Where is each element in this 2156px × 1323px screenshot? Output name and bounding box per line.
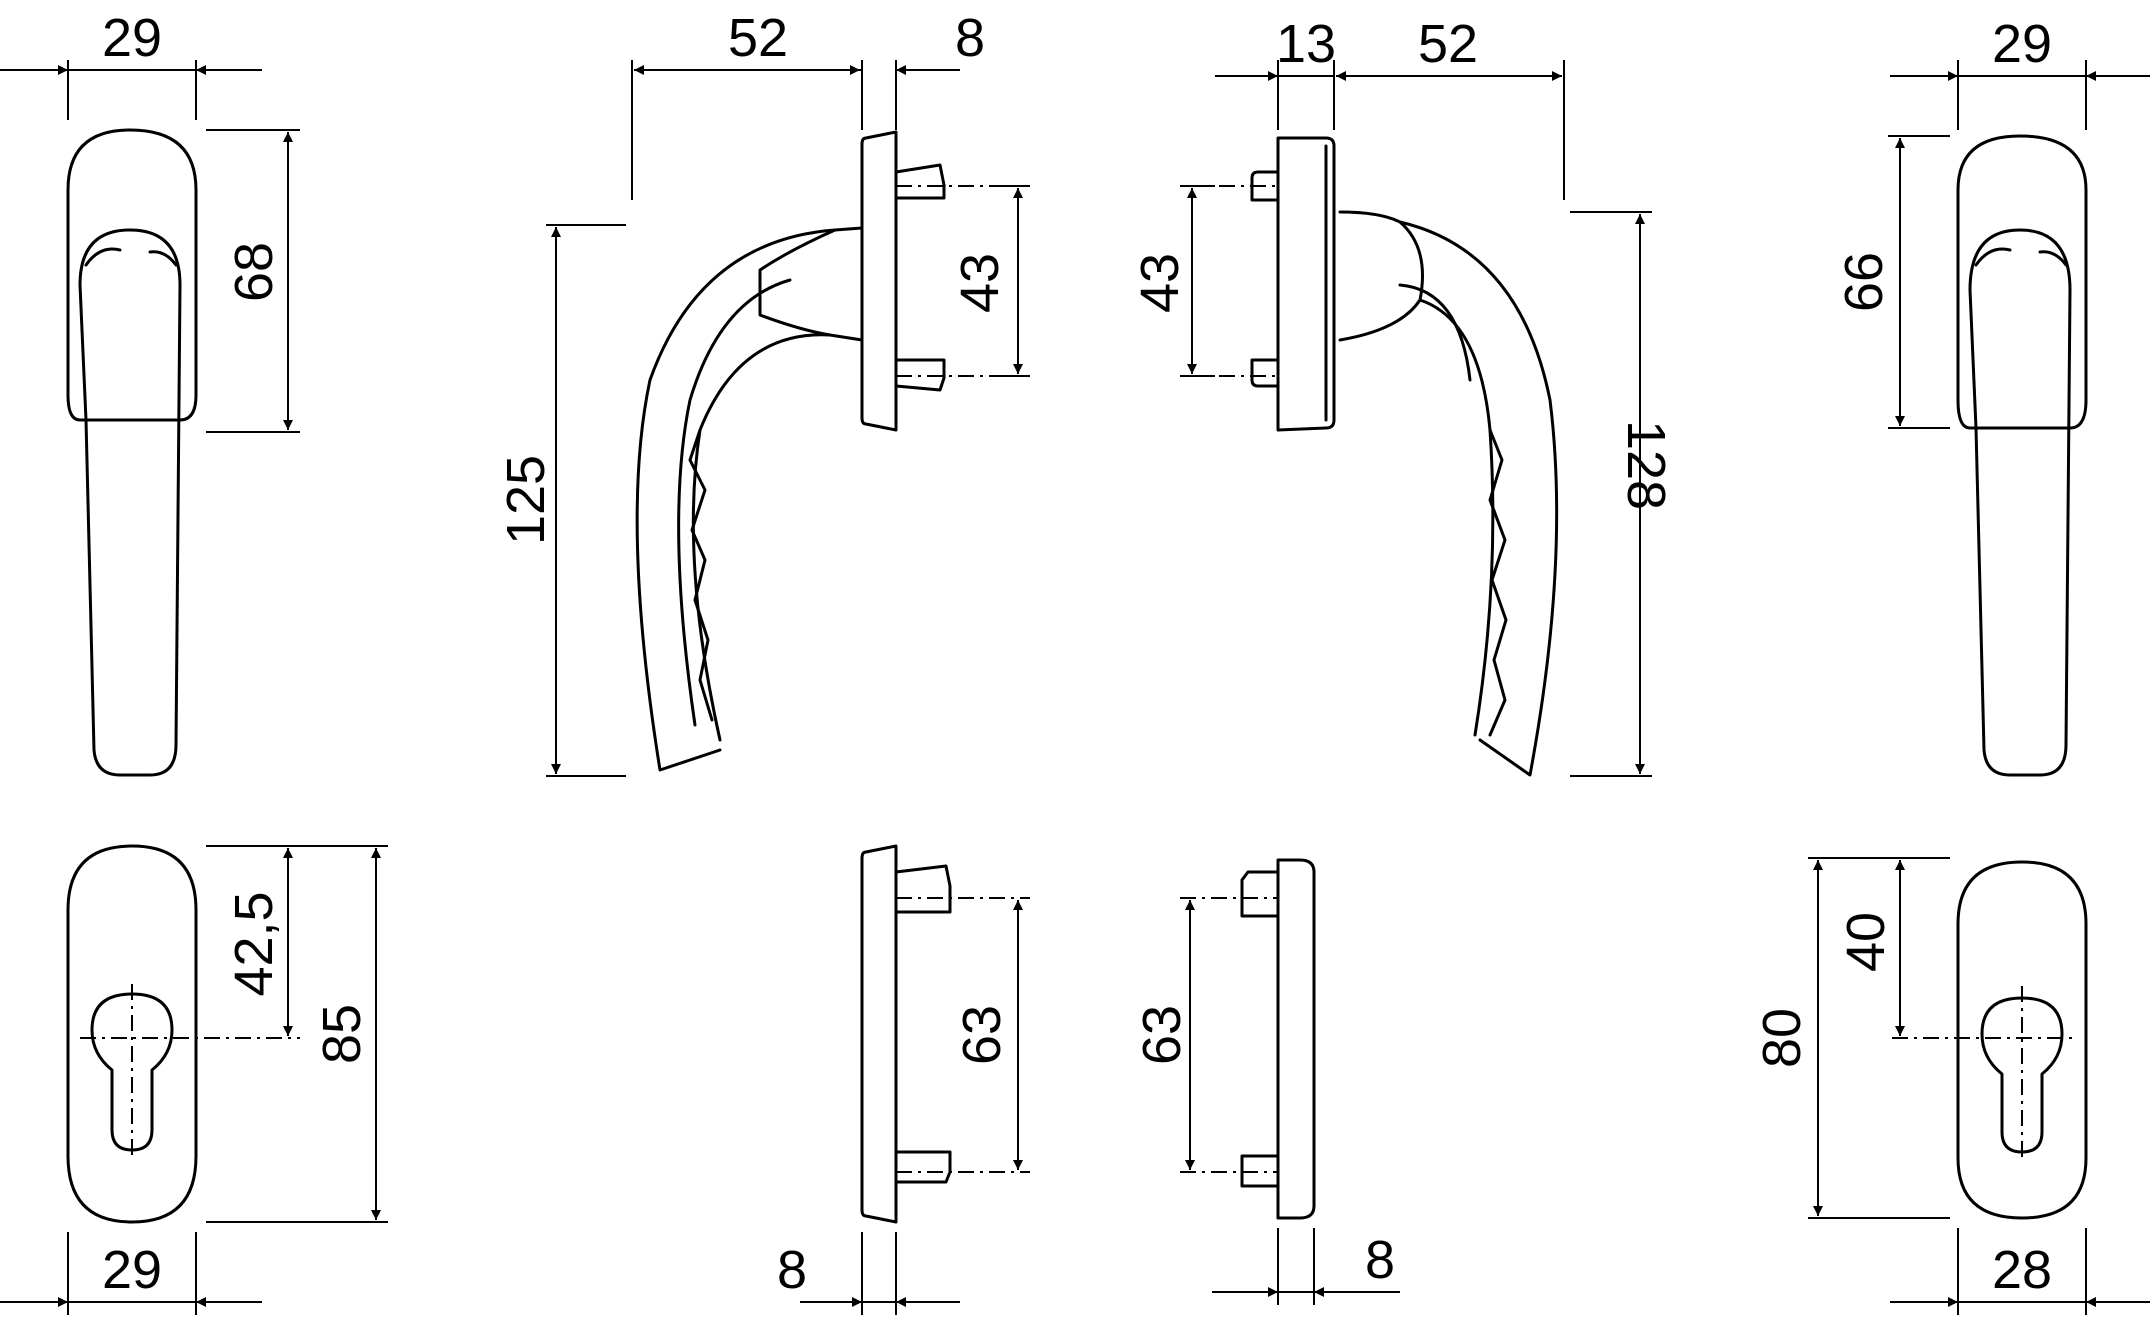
dim-bl-width: 29 (0, 1232, 262, 1315)
dim-bl-cyl-label: 42,5 (224, 891, 284, 996)
rosette-side-left (860, 844, 1030, 1224)
key-rosette-right (1892, 860, 2088, 1220)
dim-tr-height: 66 (1834, 135, 1950, 429)
dim-sl-screw-label: 43 (950, 253, 1010, 313)
dim-sl-reach-label: 52 (728, 8, 788, 68)
dim-tr-width: 29 (1890, 14, 2150, 130)
key-rosette-left (66, 844, 300, 1224)
dim-bml-plate: 8 (777, 1232, 960, 1315)
dim-sl-plate-label: 8 (955, 8, 985, 68)
handle-side-view-right (1188, 136, 1559, 777)
dim-br-height: 80 (1752, 857, 1950, 1219)
dim-tl-height-label: 68 (224, 242, 284, 302)
dim-sr-height-label: 128 (1616, 420, 1676, 510)
dim-bl-height-label: 85 (312, 1004, 372, 1064)
handle-side-view-left (635, 130, 990, 772)
dim-sl-height: 125 (496, 224, 626, 777)
dim-bmr-plate: 8 (1212, 1228, 1400, 1305)
dim-bml-screw-label: 63 (952, 1005, 1012, 1065)
dim-sr-height: 128 (1570, 211, 1676, 777)
dim-sr-screw-label: 43 (1130, 253, 1190, 313)
dim-tr-width-label: 29 (1992, 14, 2052, 74)
dim-sr-plate-label: 13 (1276, 14, 1336, 74)
dim-br-cyl-label: 40 (1836, 912, 1896, 972)
dim-tl-width: 29 (0, 8, 262, 120)
dim-sl-screw: 43 (950, 185, 1030, 377)
handle-front-view-left (66, 128, 198, 777)
dim-bmr-screw-label: 63 (1132, 1005, 1192, 1065)
dim-tl-height: 68 (206, 129, 300, 433)
dim-br-cyl: 40 (1836, 860, 1905, 1036)
dim-br-width-label: 28 (1992, 1240, 2052, 1300)
dim-tr-height-label: 66 (1834, 252, 1894, 312)
dim-tl-width-label: 29 (102, 8, 162, 68)
dim-sl-height-label: 125 (496, 455, 556, 545)
dim-br-height-label: 80 (1752, 1008, 1812, 1068)
dim-sr-top: 13 52 (1215, 14, 1565, 200)
dim-sr-screw: 43 (1130, 185, 1215, 377)
dim-bmr-screw: 63 (1132, 900, 1195, 1170)
dim-sl-reach: 52 8 (631, 8, 985, 200)
dim-bl-width-label: 29 (102, 1240, 162, 1300)
dim-bl-cyl: 42,5 (206, 845, 388, 1036)
rosette-side-right (1180, 858, 1316, 1220)
dim-bml-screw: 63 (952, 900, 1023, 1170)
dim-bl-height: 85 (206, 848, 388, 1223)
dim-bml-plate-label: 8 (777, 1240, 807, 1300)
dim-br-width: 28 (1890, 1228, 2150, 1315)
dim-bmr-plate-label: 8 (1365, 1230, 1395, 1290)
dim-sr-reach-label: 52 (1418, 14, 1478, 74)
handle-front-view-right (1956, 134, 2088, 777)
